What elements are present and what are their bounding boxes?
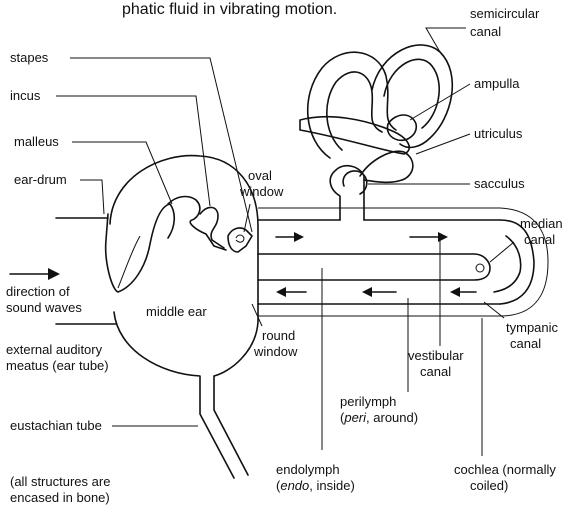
label-eustachian: eustachian tube [10, 418, 102, 433]
label-external-1: external auditory [6, 342, 103, 357]
label-direction-2: sound waves [6, 300, 82, 315]
label-utriculus: utriculus [474, 126, 523, 141]
label-tympanic-1: tympanic [506, 320, 559, 335]
round-window-leader [252, 304, 262, 326]
flow-arrow-1-head [294, 232, 304, 242]
label-direction-1: direction of [6, 284, 70, 299]
label-stapes: stapes [10, 50, 49, 65]
flow-arrow-4-head [362, 287, 372, 297]
label-ampulla: ampulla [474, 76, 520, 91]
median-canal-tube [258, 254, 490, 280]
label-all-1: (all structures are [10, 474, 110, 489]
label-median-1: median [520, 216, 563, 231]
label-vestibular-2: canal [420, 364, 451, 379]
label-middle-ear: middle ear [146, 304, 207, 319]
return-curve [494, 236, 521, 292]
incus-leader [56, 96, 210, 206]
header-partial-text: phatic fluid in vibrating motion. [122, 1, 337, 18]
semicircular-leader [426, 28, 466, 52]
label-cochlea-2: coiled) [470, 478, 508, 493]
flow-arrow-5-head [276, 287, 286, 297]
malleus-shape [168, 197, 226, 250]
label-external-2: meatus (ear tube) [6, 358, 109, 373]
label-vestibular-1: vestibular [408, 348, 464, 363]
label-round-2: window [253, 344, 298, 359]
utriculus-leader [416, 134, 470, 154]
label-cochlea-1: cochlea (normally [454, 462, 556, 477]
stapes-leader [70, 58, 252, 232]
label-median-2: canal [524, 232, 555, 247]
label-ear-drum: ear-drum [14, 172, 67, 187]
ear-drum-inner [118, 236, 140, 288]
label-endolymph-1: endolymph [276, 462, 340, 477]
horizontal-canal [300, 117, 409, 154]
label-oval-1: oval [248, 168, 272, 183]
median-canal-tip [476, 264, 484, 272]
utriculus-shape [360, 151, 413, 182]
stapes-shape [228, 228, 252, 252]
flow-arrow-3-head [450, 287, 460, 297]
label-oval-2: window [239, 184, 284, 199]
label-malleus: malleus [14, 134, 59, 149]
sound-arrow-head [48, 268, 60, 280]
label-round-1: round [262, 328, 295, 343]
label-endolymph-line2: (endo, inside) [276, 478, 355, 493]
label-incus: incus [10, 88, 41, 103]
ear-drum-leader [80, 180, 104, 214]
median-leader [490, 242, 514, 262]
label-semicircular-2: canal [470, 24, 501, 39]
label-perilymph-line2: (peri, around) [340, 410, 418, 425]
label-sacculus: sacculus [474, 176, 525, 191]
malleus-leader [72, 142, 172, 204]
label-all-2: encased in bone) [10, 490, 110, 505]
label-perilymph-1: perilymph [340, 394, 396, 409]
label-tympanic-2: canal [510, 336, 541, 351]
cochlea-outer-wall [258, 208, 548, 316]
stapes-inner [236, 235, 244, 242]
label-semicircular-1: semicircular [470, 6, 540, 21]
ear-drum-shape [106, 204, 175, 292]
